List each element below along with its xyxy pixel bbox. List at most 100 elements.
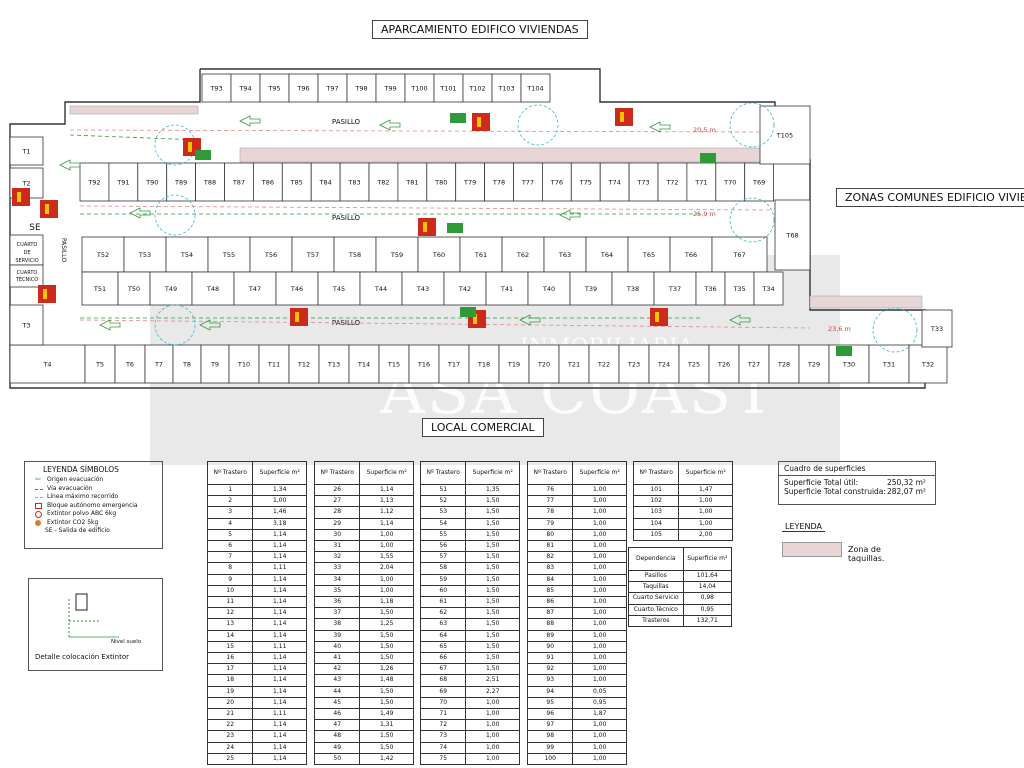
- storage-label: T31: [882, 361, 895, 369]
- legend-item: Vía evacuación: [25, 485, 162, 494]
- storage-label: T43: [416, 285, 429, 293]
- row-surface: 1,00: [572, 730, 627, 743]
- exit-sign-icon: [460, 307, 476, 317]
- exit-sign-icon: [447, 223, 463, 233]
- storage-unit: [599, 162, 630, 202]
- storage-number-header: Nº Trastero: [419, 461, 467, 485]
- evacuation-arrow-icon: [379, 119, 401, 131]
- legend-label: Vía evacuación: [47, 484, 93, 492]
- row-id: 65: [419, 640, 467, 654]
- row-id: 48: [313, 730, 361, 743]
- storage-unit: [426, 162, 457, 202]
- storage-label: T76: [550, 179, 563, 187]
- storage-unit: [378, 344, 410, 384]
- row-id: 70: [419, 696, 467, 710]
- legend-item: Línea máximo recorrido: [25, 493, 162, 502]
- storage-label: T93: [209, 85, 222, 93]
- row-id: 73: [419, 730, 467, 743]
- origin-arrow-icon: ⇦: [35, 475, 41, 483]
- row-surface: 1,26: [359, 663, 414, 676]
- row-surface: 1,00: [465, 741, 520, 754]
- row-id: 62: [419, 607, 467, 620]
- row-surface: 1,25: [359, 618, 414, 631]
- storage-unit: [166, 162, 196, 202]
- row-id: Cuarto Técnico: [628, 603, 684, 616]
- storage-label: T37: [668, 285, 681, 293]
- row-id: 72: [419, 719, 467, 732]
- row-id: 7: [206, 551, 254, 564]
- row-surface: 1,12: [359, 506, 414, 519]
- storage-label: T54: [180, 251, 193, 259]
- storage-label: T49: [164, 285, 177, 293]
- row-surface: 1,00: [678, 517, 733, 530]
- storage-unit: [759, 105, 811, 165]
- row-id: 92: [526, 663, 574, 676]
- storage-label: T20: [537, 361, 550, 369]
- storage-label: T27: [747, 361, 760, 369]
- storage-label: T90: [145, 179, 158, 187]
- storage-unit: [798, 344, 830, 384]
- row-surface: 1,00: [252, 495, 307, 508]
- row-surface: 1,50: [465, 551, 520, 564]
- row-surface: 1,14: [252, 663, 307, 676]
- storage-unit: [144, 344, 174, 384]
- row-id: 28: [313, 506, 361, 519]
- row-surface: 1,49: [359, 708, 414, 721]
- row-surface: 1,00: [572, 495, 627, 508]
- row-surface: 1,50: [359, 696, 414, 710]
- corridor-label: PASILLO: [332, 118, 361, 126]
- constructed-value: 282,07 m²: [887, 487, 926, 496]
- row-id: 61: [419, 596, 467, 609]
- row-id: 37: [313, 607, 361, 620]
- extinguisher-icon: [45, 204, 49, 214]
- row-id: 24: [206, 741, 254, 754]
- row-id: 63: [419, 618, 467, 631]
- storage-label: T61: [474, 251, 487, 259]
- row-id: 6: [206, 540, 254, 553]
- row-surface: 0,05: [572, 685, 627, 698]
- legend-item: Extintor polvo ABC 6kg: [25, 510, 162, 519]
- storage-label: T9: [210, 361, 219, 369]
- storage-label: T77: [521, 179, 534, 187]
- row-id: 29: [313, 517, 361, 530]
- exit-sign-icon: [700, 153, 716, 163]
- dependency-header: Dependencia: [628, 547, 684, 571]
- storage-label: T101: [439, 85, 456, 93]
- row-id: 80: [526, 528, 574, 542]
- surfaces-box: Cuadro de superficies Superficie Total ú…: [778, 461, 936, 505]
- storage-unit: [558, 344, 590, 384]
- row-id: 47: [313, 719, 361, 732]
- local-comercial-title: LOCAL COMERCIAL: [422, 418, 544, 437]
- storage-unit: [224, 162, 254, 202]
- row-surface: 1,50: [465, 640, 520, 654]
- surface-header: Superficie m²: [572, 461, 627, 485]
- row-id: 100: [526, 752, 574, 766]
- row-surface: 1,14: [252, 540, 307, 553]
- extinguisher-icon: [295, 312, 299, 322]
- row-id: 23: [206, 730, 254, 743]
- storage-unit: [317, 73, 348, 103]
- row-id: 71: [419, 708, 467, 721]
- storage-unit: [288, 73, 319, 103]
- row-surface: 1,50: [359, 685, 414, 698]
- row-surface: 1,00: [572, 573, 627, 586]
- row-surface: 1,00: [572, 607, 627, 620]
- floor-level-label: Nivel suelo: [111, 639, 142, 645]
- row-surface: 2,51: [465, 674, 520, 687]
- row-surface: 1,50: [465, 495, 520, 508]
